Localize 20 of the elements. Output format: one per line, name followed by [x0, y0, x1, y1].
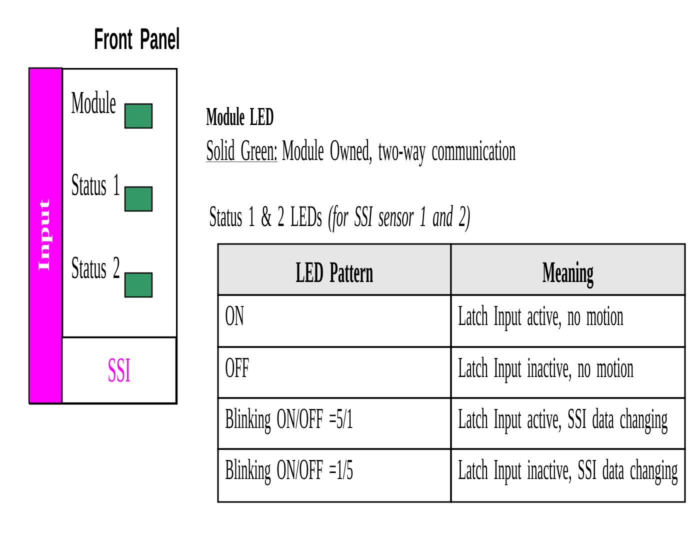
led-label: Status 2 [72, 256, 120, 278]
table-cell: Blinking ON/OFF =1/5 [217, 448, 452, 503]
led-label: Module [72, 90, 116, 114]
table-cell: Latch Input inactive, no motion [450, 346, 686, 399]
panel-section: SSI [61, 336, 177, 404]
table-cell: Blinking ON/OFF =5/1 [217, 397, 452, 450]
header-cell: LED Pattern [217, 243, 452, 296]
text: Status 1 & 2 LEDs (for SSI sensor 1 and 2) [210, 204, 470, 232]
table-cell: Latch Input active, SSI data changing [450, 397, 686, 450]
led-label: Status 1 [72, 174, 120, 196]
heading: Module LED [206, 106, 274, 126]
table-cell: Latch Input active, no motion [450, 294, 686, 348]
underlined-text: Solid Green: [206, 139, 278, 162]
header-cell: Meaning [450, 243, 686, 296]
side-band: Input [28, 67, 63, 404]
table-cell: OFF [217, 346, 452, 399]
text: Module Owned, two-way communication [282, 139, 516, 166]
table-cell: ON [217, 294, 452, 348]
table-cell: Latch Input inactive, SSI data changing [450, 448, 686, 503]
panel-heading: Front Panel [95, 27, 179, 50]
